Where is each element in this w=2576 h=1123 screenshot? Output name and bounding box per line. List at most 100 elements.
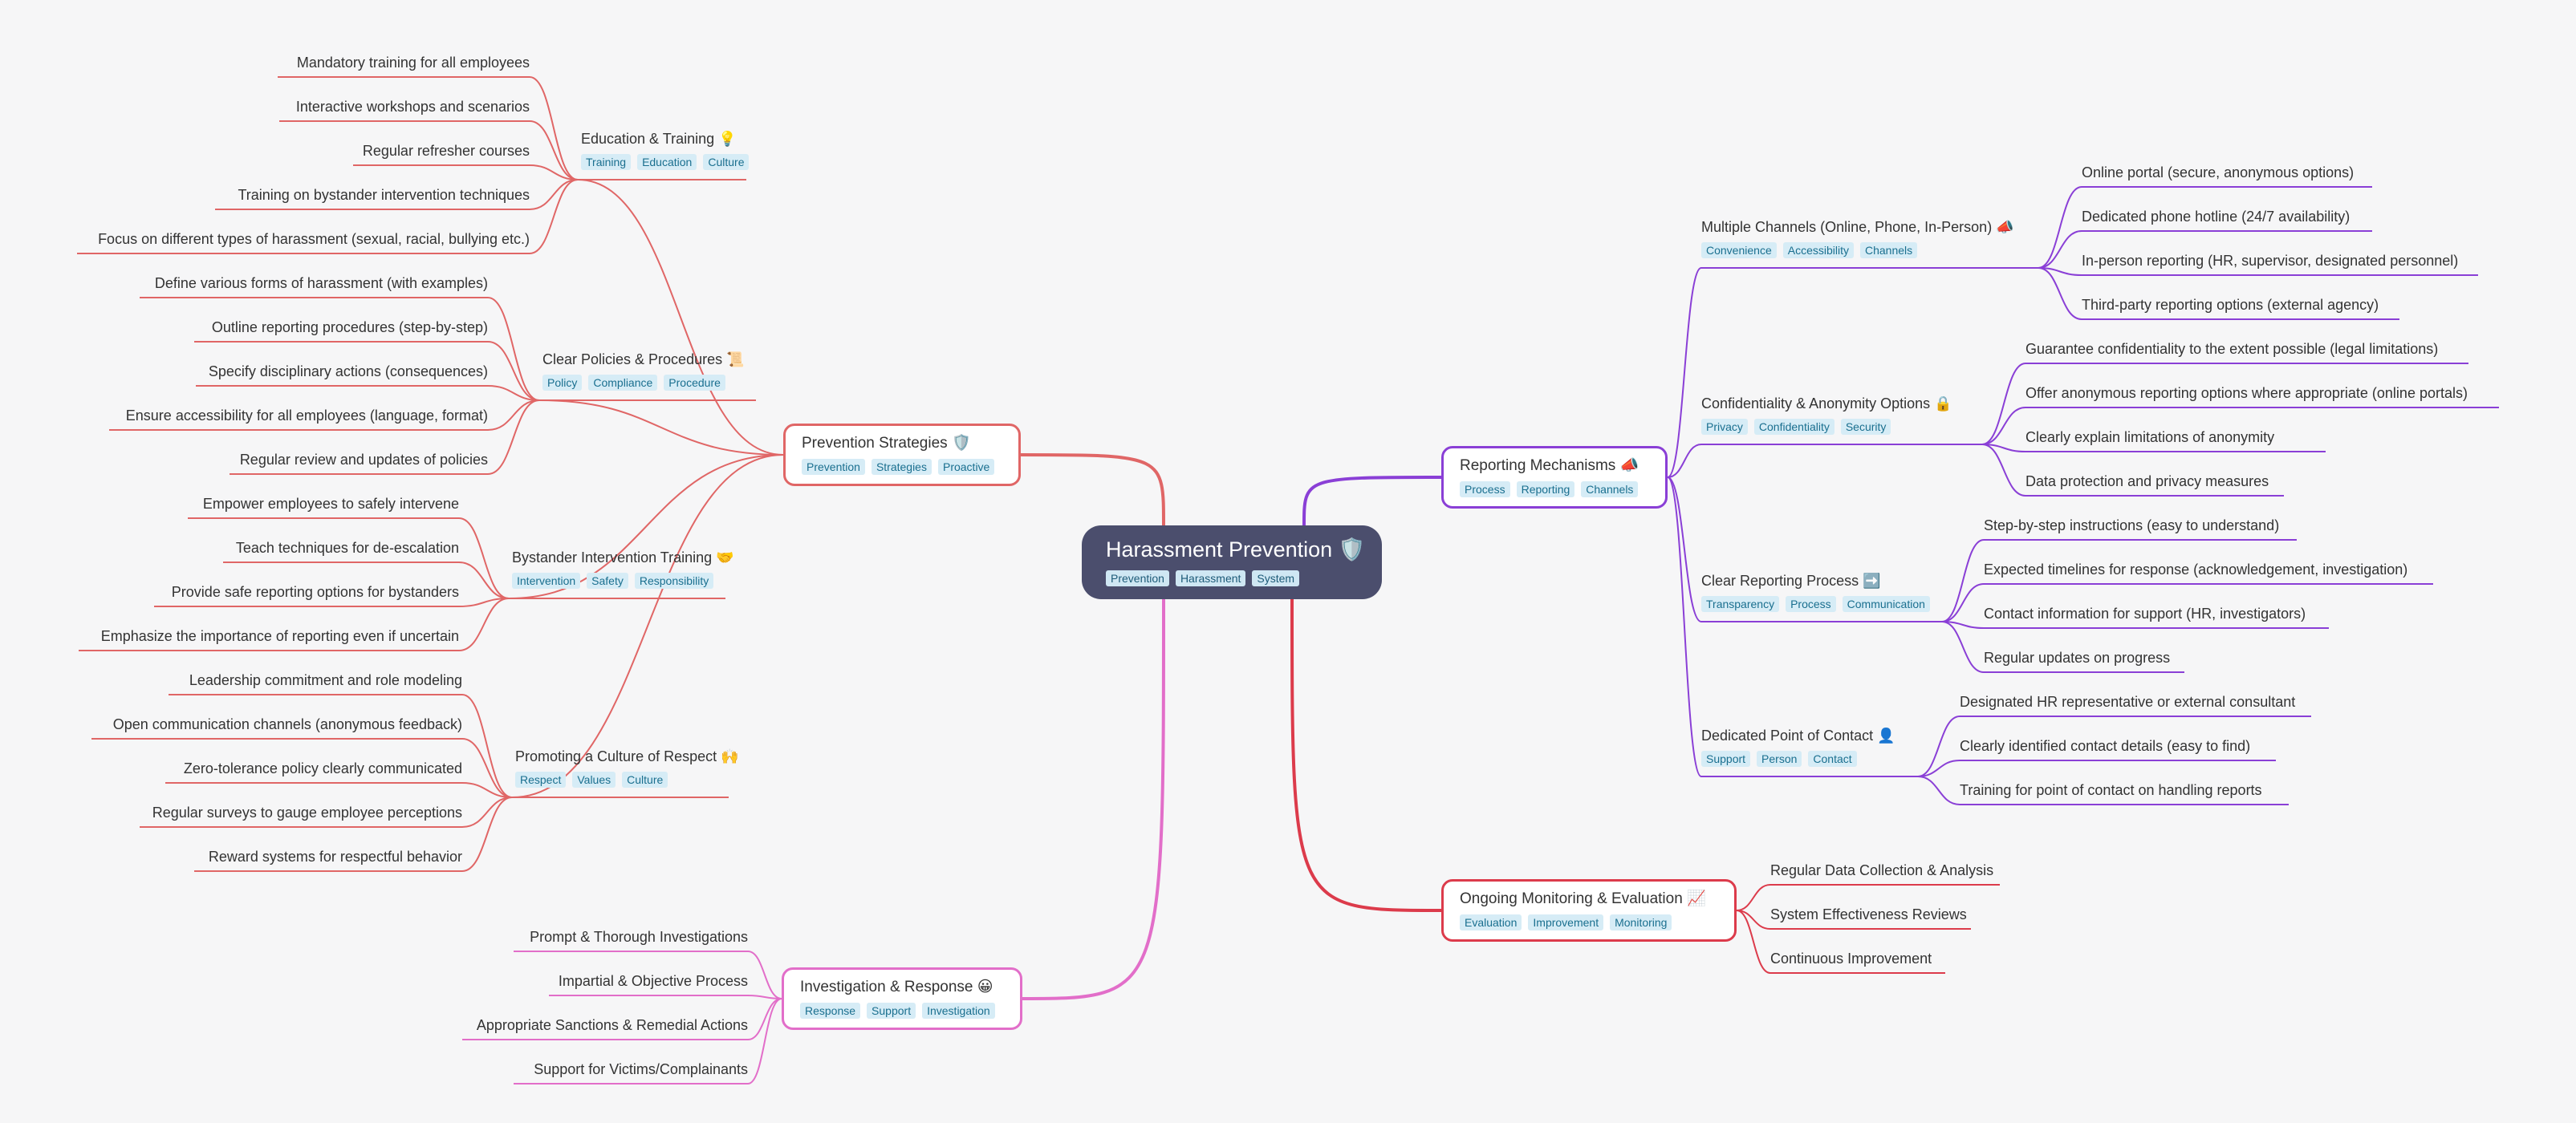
link-subtopic-leaf (529, 179, 579, 210)
leaf-item[interactable]: Teach techniques for de-escalation (235, 540, 459, 556)
link-subtopic-leaf (1917, 776, 1960, 805)
leaf-item[interactable]: Regular surveys to gauge employee percep… (152, 805, 462, 821)
link-root-prevention (1020, 453, 1165, 526)
link-root-reporting (1302, 476, 1442, 526)
link-subtopic-leaf (1917, 716, 1960, 777)
subtopic-tag: Convenience (1701, 242, 1777, 258)
leaf-item[interactable]: Zero-tolerance policy clearly communicat… (183, 760, 462, 776)
branch-title: Ongoing Monitoring & Evaluation 📈 (1460, 890, 1706, 907)
subtopic-title: Education & Training 💡 (581, 131, 737, 147)
leaf-item[interactable]: Appropriate Sanctions & Remedial Actions (476, 1017, 748, 1033)
leaf-item[interactable]: In-person reporting (HR, supervisor, des… (2082, 253, 2459, 269)
branch-tag: Support (867, 1003, 916, 1019)
leaf-item[interactable]: Reward systems for respectful behavior (208, 849, 462, 865)
leaf-item[interactable]: Guarantee confidentiality to the extent … (2025, 341, 2439, 357)
leaf-item[interactable]: Outline reporting procedures (step-by-st… (211, 319, 488, 335)
leaf-item[interactable]: Specify disciplinary actions (consequenc… (208, 363, 488, 379)
branch-tag: Strategies (871, 459, 932, 475)
link-root-investigation (1022, 598, 1165, 1000)
leaf-item[interactable]: Prompt & Thorough Investigations (530, 929, 748, 945)
leaf-item[interactable]: Regular review and updates of policies (239, 452, 488, 468)
leaf-item[interactable]: Support for Victims/Complainants (534, 1061, 748, 1077)
subtopic-clear-policies-procedures[interactable]: Clear Policies & Procedures 📜 Policy Com… (542, 349, 745, 391)
leaf-item[interactable]: Online portal (secure, anonymous options… (2082, 164, 2355, 180)
branch-investigation-response[interactable]: Investigation & Response 😀 Response Supp… (782, 967, 1022, 1030)
leaf-item[interactable]: Continuous Improvement (1770, 951, 1932, 967)
root-title: Harassment Prevention 🛡️ (1106, 537, 1366, 562)
leaf-item[interactable]: Define various forms of harassment (with… (154, 275, 488, 291)
leaf-item[interactable]: Mandatory training for all employees (296, 55, 530, 71)
leaf-item[interactable]: System Effectiveness Reviews (1770, 906, 1967, 922)
branch-tag: Prevention (802, 459, 865, 475)
link-subtopic-leaf (2038, 267, 2082, 320)
subtopic-title: Bystander Intervention Training 🤝 (512, 549, 734, 566)
subtopic-tag: Confidentiality (1753, 419, 1834, 435)
leaf-item[interactable]: Expected timelines for response (acknowl… (1984, 562, 2408, 578)
subtopic-clear-reporting-process[interactable]: Clear Reporting Process ➡️ Transparency … (1701, 570, 1930, 612)
link-root-monitoring (1290, 598, 1442, 912)
leaf-item[interactable]: Training for point of contact on handlin… (1960, 782, 2262, 798)
link-subtopic-leaf (2038, 230, 2082, 269)
branch-title: Prevention Strategies 🛡️ (802, 435, 971, 452)
leaf-item[interactable]: Regular updates on progress (1984, 650, 2171, 666)
link-subtopic-leaf (529, 179, 579, 254)
branch-title: Investigation & Response 😀 (800, 979, 993, 995)
leaf-item[interactable]: Clearly identified contact details (easy… (1960, 738, 2251, 754)
subtopic-confidentiality-anonymity[interactable]: Confidentiality & Anonymity Options 🔒 Pr… (1701, 393, 1952, 435)
leaf-item[interactable]: Data protection and privacy measures (2025, 473, 2269, 489)
leaf-item[interactable]: Impartial & Objective Process (558, 973, 748, 989)
leaf-item[interactable]: Regular Data Collection & Analysis (1770, 862, 1994, 878)
link-subtopic-leaf (487, 341, 540, 401)
link-subtopic-leaf (487, 385, 540, 401)
subtopic-tag: Channels (1859, 242, 1918, 258)
subtopic-tag: Accessibility (1782, 242, 1854, 258)
link-subtopic-leaf (1941, 539, 1985, 622)
leaf-item[interactable]: Interactive workshops and scenarios (295, 99, 530, 115)
leaf-item[interactable]: Contact information for support (HR, inv… (1984, 606, 2306, 622)
leaf-item[interactable]: Open communication channels (anonymous f… (112, 716, 462, 732)
subtopic-bystander-intervention-training[interactable]: Bystander Intervention Training 🤝 Interv… (512, 547, 734, 589)
leaf-item[interactable]: Regular refresher courses (362, 143, 530, 159)
branch-prevention-strategies[interactable]: Prevention Strategies 🛡️ Prevention Stra… (783, 424, 1021, 486)
link-subtopic-leaf (487, 399, 540, 431)
link-reporting-subtopic (1667, 444, 1702, 478)
leaf-item[interactable]: Ensure accessibility for all employees (… (125, 407, 488, 424)
leaf-item[interactable]: Focus on different types of harassment (… (98, 231, 530, 247)
link-subtopic-leaf (458, 598, 510, 651)
branch-title: Reporting Mechanisms 📣 (1460, 457, 1639, 474)
leaf-item[interactable]: Emphasize the importance of reporting ev… (100, 628, 459, 644)
subtopic-title: Multiple Channels (Online, Phone, In-Per… (1701, 219, 2014, 235)
leaf-item[interactable]: Offer anonymous reporting options where … (2025, 385, 2468, 401)
link-subtopic-leaf (1941, 621, 1985, 673)
branch-ongoing-monitoring-evaluation[interactable]: Ongoing Monitoring & Evaluation 📈 Evalua… (1441, 879, 1737, 942)
root-node[interactable]: Harassment Prevention 🛡️ Prevention Hara… (1082, 525, 1382, 599)
leaf-item[interactable]: Training on bystander intervention techn… (238, 187, 530, 203)
subtopic-title: Confidentiality & Anonymity Options 🔒 (1701, 395, 1952, 411)
subtopic-education-training[interactable]: Education & Training 💡 Training Educatio… (581, 128, 750, 170)
subtopic-multiple-channels[interactable]: Multiple Channels (Online, Phone, In-Per… (1701, 217, 2014, 258)
link-subtopic-leaf (529, 120, 579, 180)
leaf-item[interactable]: Dedicated phone hotline (24/7 availabili… (2082, 209, 2350, 225)
link-prevention-subtopic (508, 454, 784, 599)
link-investigation-leaf (747, 951, 782, 999)
leaf-item[interactable]: Empower employees to safely intervene (202, 496, 459, 512)
subtopic-tag: Responsibility (634, 573, 714, 589)
branch-tag: Improvement (1528, 914, 1604, 930)
subtopic-promoting-culture-of-respect[interactable]: Promoting a Culture of Respect 🙌 Respect… (515, 746, 739, 788)
link-subtopic-leaf (461, 738, 513, 798)
leaf-item[interactable]: Clearly explain limitations of anonymity (2025, 429, 2275, 445)
branch-tag: Evaluation (1460, 914, 1522, 930)
leaf-item[interactable]: Step-by-step instructions (easy to under… (1984, 517, 2280, 533)
subtopic-dedicated-point-of-contact[interactable]: Dedicated Point of Contact 👤 Support Per… (1701, 725, 1895, 767)
branch-reporting-mechanisms[interactable]: Reporting Mechanisms 📣 Process Reporting… (1441, 446, 1668, 509)
leaf-item[interactable]: Third-party reporting options (external … (2082, 297, 2379, 313)
branch-tag: Monitoring (1610, 914, 1672, 930)
link-subtopic-leaf (1917, 760, 1960, 777)
link-reporting-subtopic (1667, 476, 1702, 622)
branch-tag: Response (800, 1003, 861, 1019)
branch-tag: Channels (1581, 481, 1639, 497)
link-prevention-subtopic (538, 399, 784, 456)
leaf-item[interactable]: Provide safe reporting options for bysta… (171, 584, 459, 600)
leaf-item[interactable]: Leadership commitment and role modeling (189, 672, 462, 688)
leaf-item[interactable]: Designated HR representative or external… (1960, 694, 2296, 710)
